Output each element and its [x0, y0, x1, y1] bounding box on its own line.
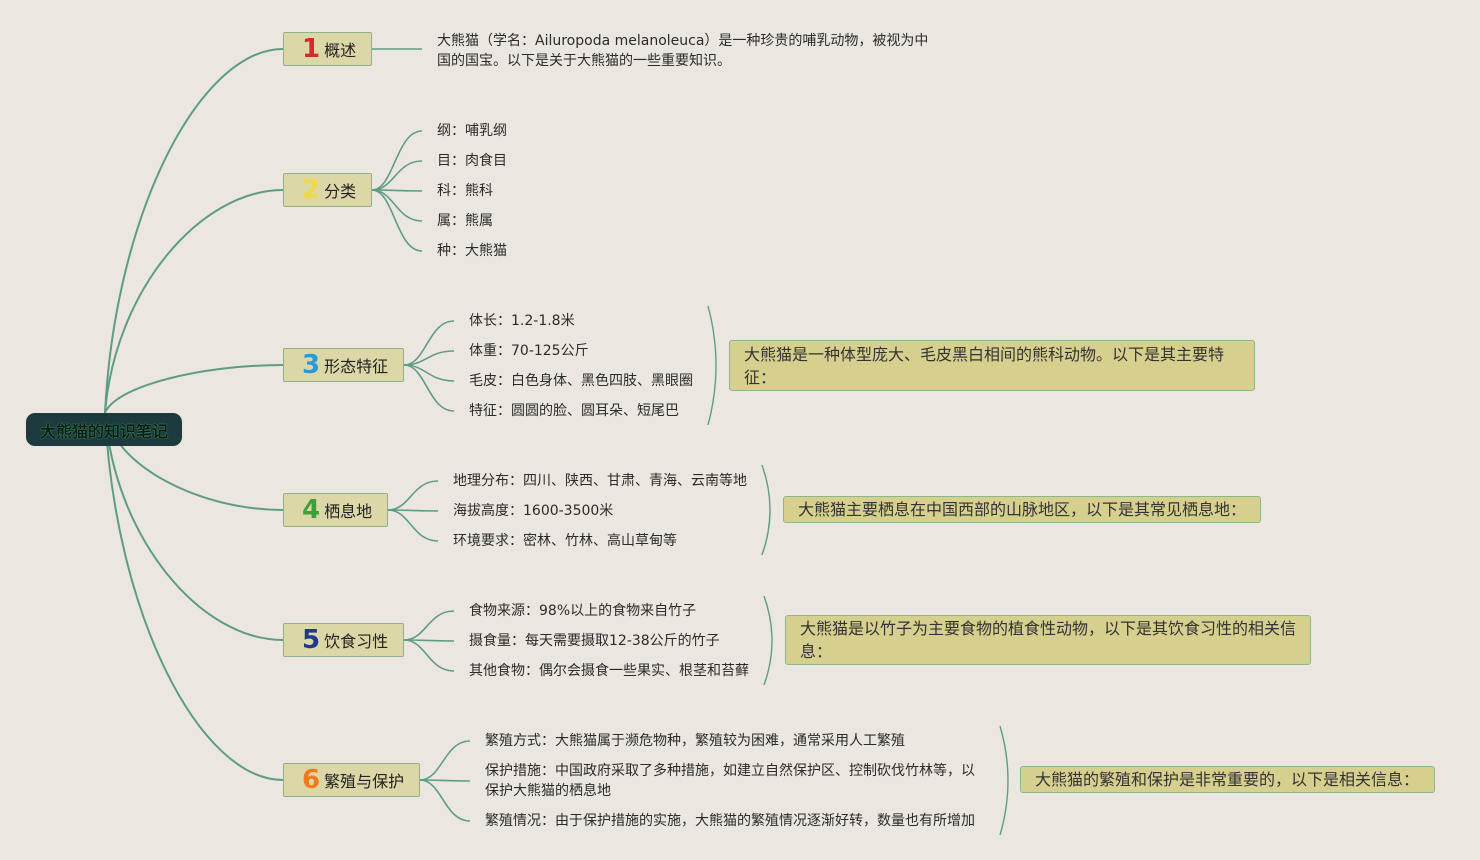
leaf-intake: 摄食量：每天需要摄取12-38公斤的竹子 [469, 633, 720, 649]
root-branch-3 [104, 364, 284, 414]
root-node[interactable]: 大熊猫的知识笔记 [26, 413, 182, 446]
leaf-overview-text: 大熊猫（学名：Ailuropoda melanoleuca）是一种珍贵的哺乳动物… [437, 33, 929, 69]
number-2-icon: 2 [302, 175, 321, 205]
leaf-class: 纲：哺乳纲 [437, 123, 507, 139]
summary-text: 大熊猫是以竹子为主要食物的植食性动物，以下是其饮食习性的相关信息： [800, 619, 1297, 661]
leaf-altitude: 海拔高度：1600-3500米 [453, 503, 614, 519]
leaf-body-weight: 体重：70-125公斤 [469, 343, 589, 359]
leaf-body-length: 体长：1.2-1.8米 [469, 313, 575, 329]
leaf-branch-2-1 [371, 130, 423, 191]
number-6-icon: 6 [302, 765, 321, 795]
leaf-features: 特征：圆圆的脸、圆耳朵、短尾巴 [469, 403, 679, 419]
leaf-food-source: 食物来源：98%以上的食物来自竹子 [469, 603, 697, 619]
leaf-branch-3-1 [403, 320, 455, 366]
leaf-branch-5-3 [403, 639, 455, 672]
topic-label: 栖息地 [324, 502, 373, 521]
leaf-distribution: 地理分布：四川、陕西、甘肃、青海、云南等地 [453, 473, 747, 489]
topic-habitat[interactable]: 4 栖息地 [283, 493, 388, 527]
topic-morphology[interactable]: 3 形态特征 [283, 348, 404, 382]
summary-bracket-2 [761, 464, 771, 556]
leaf-branch-4-3 [387, 509, 439, 542]
leaf-environment: 环境要求：密林、竹林、高山草甸等 [453, 533, 677, 549]
topic-label: 饮食习性 [324, 632, 389, 651]
number-5-icon: 5 [302, 625, 321, 655]
summary-text: 大熊猫主要栖息在中国西部的山脉地区，以下是其常见栖息地： [798, 500, 1247, 519]
topic-diet[interactable]: 5 饮食习性 [283, 623, 404, 657]
summary-bracket-4 [999, 725, 1009, 836]
root-branch-6 [104, 412, 284, 781]
summary-morphology[interactable]: 大熊猫是一种体型庞大、毛皮黑白相间的熊科动物。以下是其主要特征： [729, 340, 1255, 391]
leaf-other-food: 其他食物：偶尔会摄食一些果实、根茎和苔藓 [469, 663, 749, 679]
root-title: 大熊猫的知识笔记 [39, 421, 168, 441]
root-branch-5 [104, 412, 284, 641]
leaf-branch-5-1 [403, 610, 455, 641]
leaf-breeding-status: 繁殖情况：由于保护措施的实施，大熊猫的繁殖情况逐渐好转，数量也有所增加 [485, 813, 975, 829]
leaf-protection-measures: 保护措施：中国政府采取了多种措施，如建立自然保护区、控制砍伐竹林等，以保护大熊猫… [485, 763, 975, 799]
summary-text: 大熊猫是一种体型庞大、毛皮黑白相间的熊科动物。以下是其主要特征： [744, 344, 1225, 387]
leaf-fur: 毛皮：白色身体、黑色四肢、黑眼圈 [469, 373, 693, 389]
topic-label: 形态特征 [324, 357, 389, 376]
number-1-icon: 1 [302, 34, 321, 64]
number-4-icon: 4 [302, 495, 321, 525]
summary-bracket-1 [707, 305, 717, 426]
summary-breeding-protection[interactable]: 大熊猫的繁殖和保护是非常重要的，以下是相关信息： [1020, 766, 1435, 793]
topic-classification[interactable]: 2 分类 [283, 173, 372, 207]
leaf-genus: 属：熊属 [437, 213, 493, 229]
leaf-branch-2-5 [371, 189, 423, 252]
topic-overview[interactable]: 1 概述 [283, 32, 372, 66]
root-branch-1 [104, 48, 284, 414]
leaf-branch-4-1 [387, 480, 439, 511]
leaf-branch-3-4 [403, 364, 455, 412]
topic-breeding-protection[interactable]: 6 繁殖与保护 [283, 763, 420, 797]
leaf-branch-6-1 [419, 740, 471, 781]
topic-label: 繁殖与保护 [324, 772, 405, 791]
summary-habitat[interactable]: 大熊猫主要栖息在中国西部的山脉地区，以下是其常见栖息地： [783, 496, 1261, 523]
summary-diet[interactable]: 大熊猫是以竹子为主要食物的植食性动物，以下是其饮食习性的相关信息： [785, 615, 1311, 665]
leaf-branch-6-2 [419, 779, 471, 782]
leaf-breeding-method: 繁殖方式：大熊猫属于濒危物种，繁殖较为困难，通常采用人工繁殖 [485, 733, 905, 749]
topic-label: 分类 [324, 182, 357, 201]
topic-label: 概述 [324, 41, 357, 60]
leaf-family: 科：熊科 [437, 183, 493, 199]
root-branch-2 [104, 189, 284, 414]
leaf-species: 种：大熊猫 [437, 243, 507, 259]
summary-bracket-3 [763, 595, 773, 686]
summary-text: 大熊猫的繁殖和保护是非常重要的，以下是相关信息： [1035, 770, 1420, 789]
leaf-order: 目：肉食目 [437, 153, 507, 169]
number-3-icon: 3 [302, 350, 321, 380]
leaf-branch-2-4 [371, 189, 423, 222]
leaf-branch-2-2 [371, 160, 423, 191]
leaf-branch-6-3 [419, 779, 471, 822]
